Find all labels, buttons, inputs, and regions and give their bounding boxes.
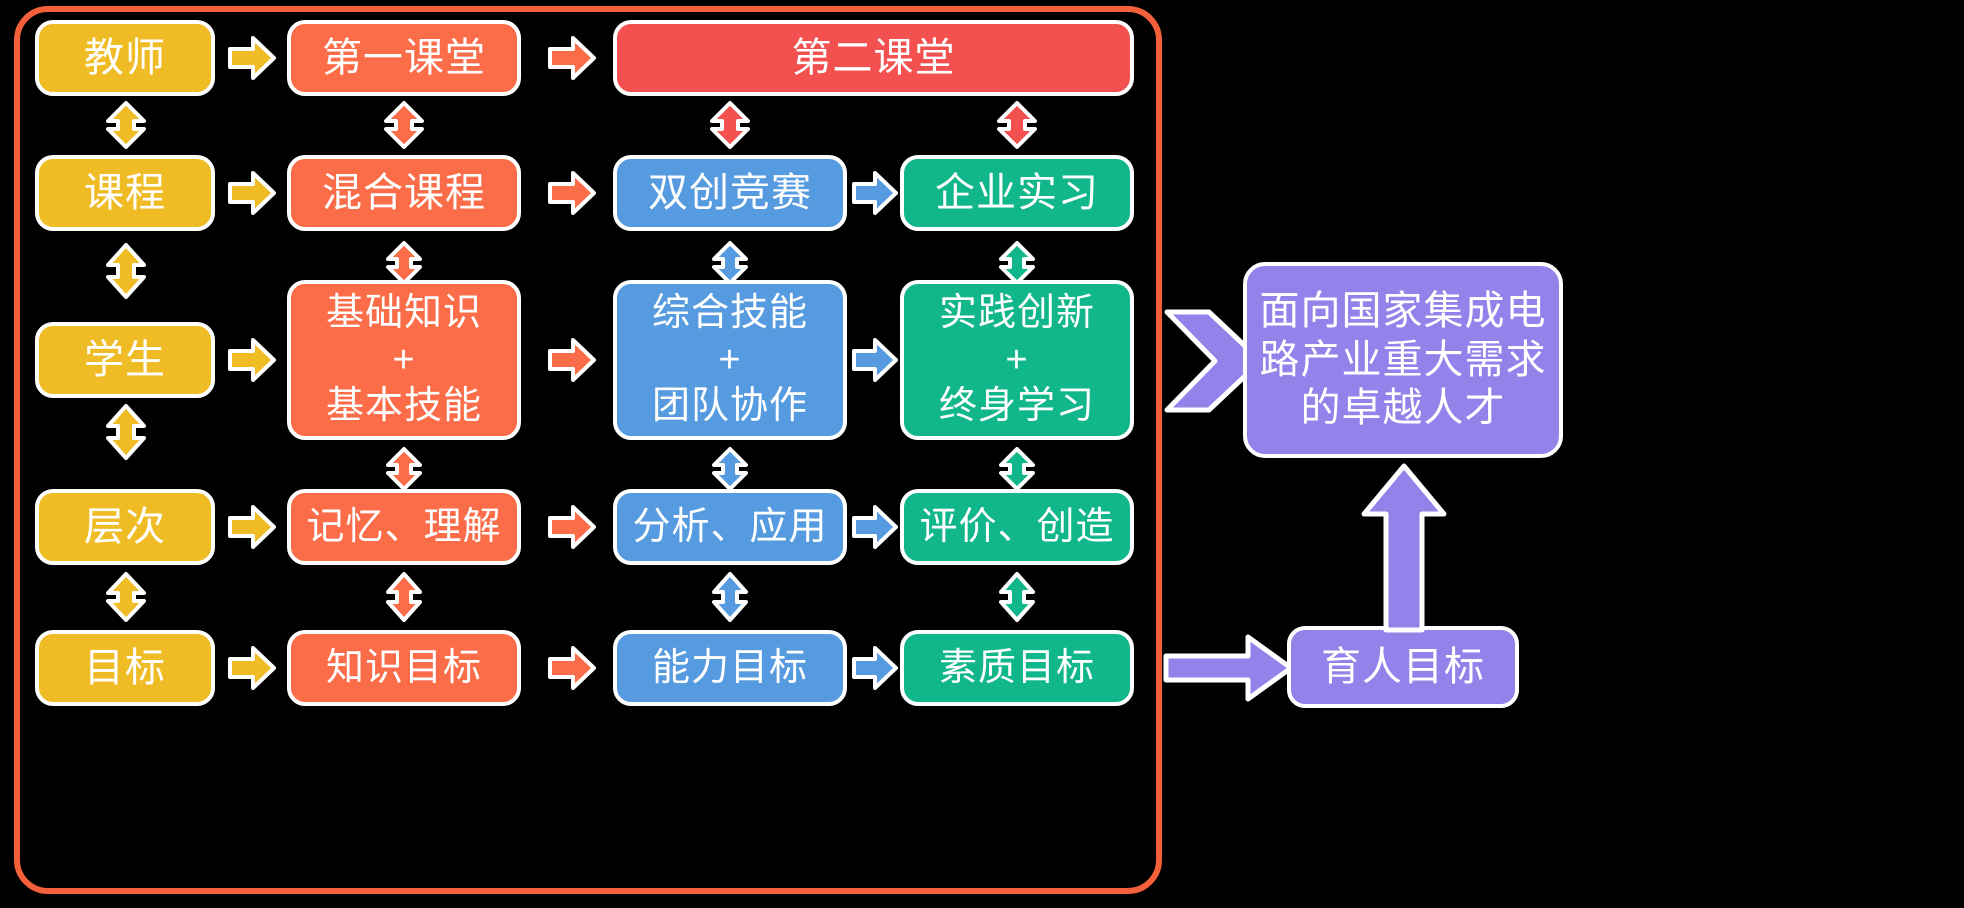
arrow-level-goal-vertical <box>104 572 148 622</box>
node-course[interactable]: 课程 <box>35 155 215 231</box>
arrow-comprehensive-analyze-vertical <box>710 447 750 491</box>
arrow-goal-to-knowledge <box>228 646 276 690</box>
node-goal[interactable]: 目标 <box>35 630 215 706</box>
arrow-quality-to-cultivation-goal <box>1163 628 1295 708</box>
node-ability-goal[interactable]: 能力目标 <box>613 630 847 706</box>
arrow-evaluate-quality-vertical <box>997 572 1037 622</box>
node-cultivation-goal[interactable]: 育人目标 <box>1287 626 1519 708</box>
node-memory-understand[interactable]: 记忆、理解 <box>287 489 521 565</box>
arrow-teacher-to-first-classroom <box>228 36 276 80</box>
node-basic-knowledge[interactable]: 基础知识 + 基本技能 <box>287 280 521 440</box>
node-excellent-talent[interactable]: 面向国家集成电 路产业重大需求 的卓越人才 <box>1243 262 1563 458</box>
arrow-student-to-basic <box>228 338 276 382</box>
arrow-student-level-vertical <box>104 404 148 460</box>
node-teacher[interactable]: 教师 <box>35 20 215 96</box>
node-quality-goal[interactable]: 素质目标 <box>900 630 1134 706</box>
arrow-first-classroom-blended-vertical <box>382 101 426 149</box>
node-innovation-contest[interactable]: 双创竞赛 <box>613 155 847 231</box>
arrow-analyze-ability-vertical <box>710 572 750 622</box>
arrow-blended-to-contest <box>548 171 596 215</box>
arrow-ability-to-quality <box>852 646 898 690</box>
arrow-basic-to-comprehensive <box>548 338 596 382</box>
node-evaluate-create[interactable]: 评价、创造 <box>900 489 1134 565</box>
node-enterprise-internship[interactable]: 企业实习 <box>900 155 1134 231</box>
arrow-internship-practice-vertical <box>997 241 1037 285</box>
arrow-course-student-vertical <box>104 243 148 299</box>
arrow-level-to-memory <box>228 505 276 549</box>
node-practice-innovation[interactable]: 实践创新 + 终身学习 <box>900 280 1134 440</box>
node-analyze-apply[interactable]: 分析、应用 <box>613 489 847 565</box>
node-blended-course[interactable]: 混合课程 <box>287 155 521 231</box>
arrow-blended-basic-vertical <box>384 241 424 285</box>
arrow-course-to-blended <box>228 171 276 215</box>
arrow-teacher-course-vertical <box>104 101 148 149</box>
arrow-second-classroom-contest-vertical <box>708 101 752 149</box>
arrow-basic-memory-vertical <box>384 447 424 491</box>
arrow-block-to-excellent-talent <box>1163 306 1269 416</box>
node-comprehensive-skill[interactable]: 综合技能 + 团队协作 <box>613 280 847 440</box>
arrow-second-classroom-internship-vertical <box>995 101 1039 149</box>
arrow-cultivation-goal-up <box>1358 462 1450 634</box>
arrow-knowledge-to-ability <box>548 646 596 690</box>
arrow-memory-to-analyze <box>548 505 596 549</box>
node-student[interactable]: 学生 <box>35 322 215 398</box>
arrow-comprehensive-to-practice <box>852 338 898 382</box>
arrow-practice-evaluate-vertical <box>997 447 1037 491</box>
arrow-contest-comprehensive-vertical <box>710 241 750 285</box>
node-level[interactable]: 层次 <box>35 489 215 565</box>
node-first-classroom[interactable]: 第一课堂 <box>287 20 521 96</box>
arrow-memory-knowledge-vertical <box>384 572 424 622</box>
arrow-contest-to-internship <box>852 171 898 215</box>
arrow-analyze-to-evaluate <box>852 505 898 549</box>
framework-container-border <box>14 6 1162 894</box>
node-knowledge-goal[interactable]: 知识目标 <box>287 630 521 706</box>
arrow-first-to-second-classroom <box>548 36 596 80</box>
node-second-classroom[interactable]: 第二课堂 <box>613 20 1134 96</box>
